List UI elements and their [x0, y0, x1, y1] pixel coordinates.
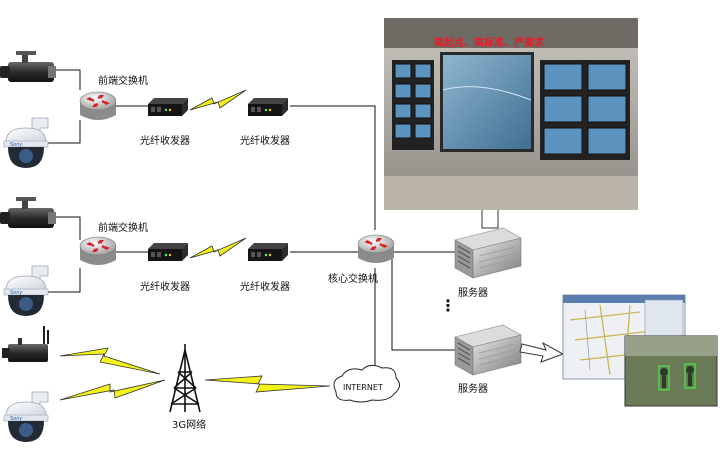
map-monitoring-screenshot — [562, 294, 718, 407]
dome-camera-icon — [3, 391, 49, 443]
internet-cloud-icon — [333, 364, 400, 403]
3g-network-label: 3G网络 — [172, 420, 207, 431]
server-icon — [454, 324, 522, 376]
switch-router-icon — [78, 235, 118, 267]
front-switch-label: 前端交换机 — [98, 223, 148, 234]
front-switch-label: 前端交换机 — [98, 76, 148, 87]
radio-tower-icon — [169, 344, 201, 413]
server-icon — [454, 227, 522, 279]
fiber-transceiver-label: 光纤收发器 — [240, 136, 290, 147]
box-camera-icon — [0, 51, 56, 82]
box-camera-icon — [0, 197, 56, 228]
ellipsis-more-servers: ⋮ — [440, 296, 456, 315]
server-label: 服务器 — [458, 384, 488, 395]
fiber-transceiver-label: 光纤收发器 — [140, 282, 190, 293]
fiber-transceiver-icon — [148, 243, 188, 261]
dome-camera-icon — [3, 117, 49, 169]
fiber-transceiver-label: 光纤收发器 — [140, 136, 190, 147]
connection-lines — [48, 69, 458, 380]
video-wall-photo — [384, 18, 638, 210]
fiber-transceiver-icon — [148, 98, 188, 116]
server-label: 服务器 — [458, 288, 488, 299]
fiber-transceiver-icon — [248, 243, 288, 261]
dome-camera-icon — [3, 265, 49, 317]
video-wall-banner: 高起点、高标准、严要求 — [434, 38, 544, 49]
core-switch-label: 核心交换机 — [328, 274, 378, 285]
switch-router-icon — [356, 233, 396, 265]
lightning-link-icon — [59, 89, 331, 401]
fiber-transceiver-icon — [248, 98, 288, 116]
box-camera-icon — [2, 326, 49, 362]
arrow-right-to-monitor — [519, 341, 565, 363]
internet-label: INTERNET — [343, 383, 383, 392]
fiber-transceiver-label: 光纤收发器 — [240, 282, 290, 293]
switch-router-icon — [78, 90, 118, 122]
